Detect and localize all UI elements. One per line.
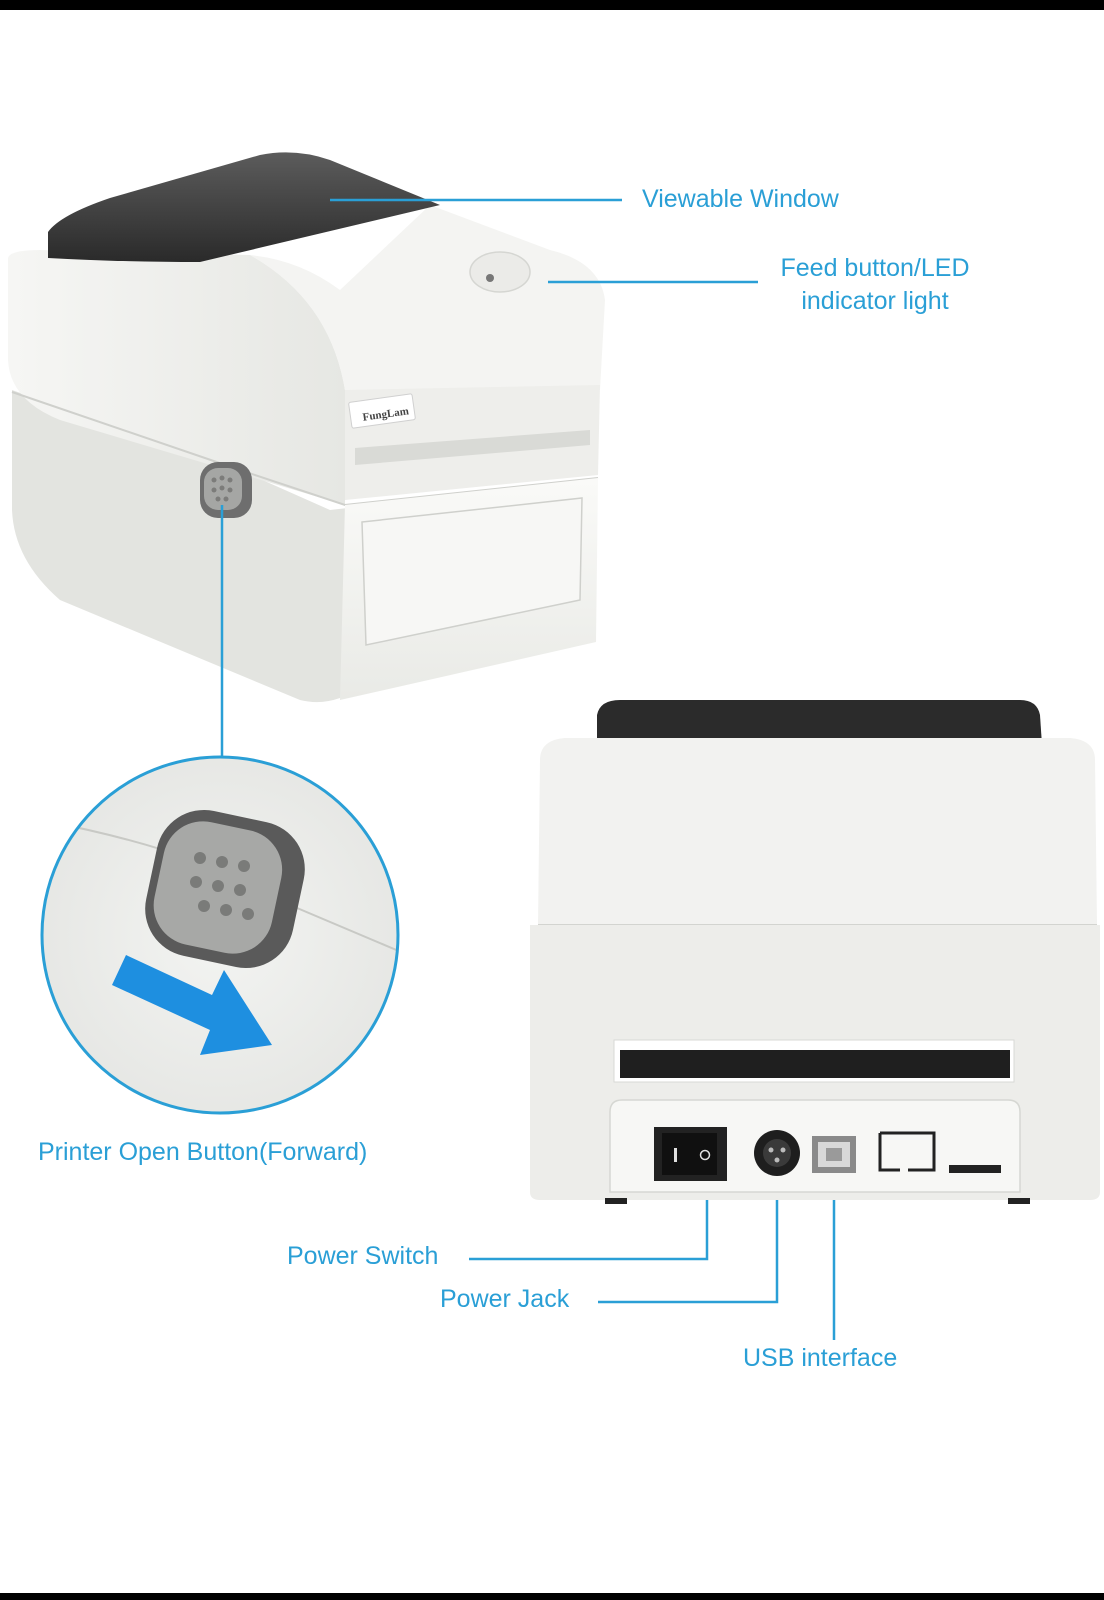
open-button-zoom-circle bbox=[40, 755, 400, 1115]
feed-button-label-line1: Feed button/LED bbox=[780, 254, 970, 282]
feed-button-label-line2: indicator light bbox=[801, 287, 949, 315]
brand-badge bbox=[348, 393, 416, 429]
top-bar bbox=[0, 0, 1104, 10]
power-jack-label: Power Jack bbox=[440, 1285, 570, 1313]
power-jack-callout-line bbox=[598, 1155, 779, 1304]
rear-printer bbox=[530, 700, 1100, 1204]
printer-open-button-label: Printer Open Button(Forward) bbox=[38, 1138, 368, 1166]
bottom-bar bbox=[0, 1593, 1104, 1600]
feed-button-label: Feed button/LED indicator light bbox=[762, 252, 988, 318]
power-switch-label: Power Switch bbox=[287, 1242, 439, 1270]
viewable-window-label: Viewable Window bbox=[642, 185, 839, 213]
front-printer bbox=[8, 152, 605, 703]
usb-interface-label: USB interface bbox=[743, 1344, 898, 1372]
